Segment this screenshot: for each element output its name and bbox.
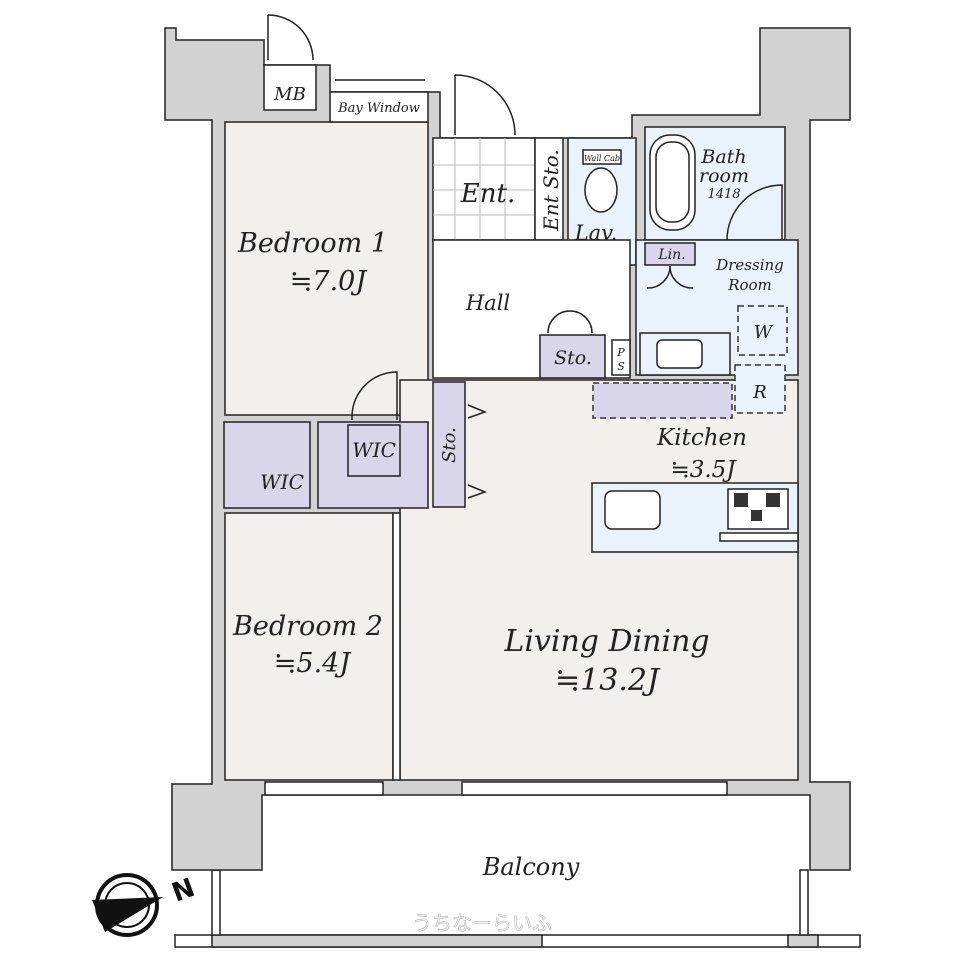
- linen-storage: [644, 242, 696, 266]
- refrigerator-space: [734, 364, 786, 414]
- label-living-dining: Living Dining: [503, 624, 709, 659]
- label-dressing-2: Room: [727, 276, 772, 294]
- bathtub-icon: [649, 134, 696, 231]
- label-living-dining-size: ≒13.2J: [555, 663, 661, 698]
- label-lav: Lav.: [574, 221, 618, 245]
- label-bedroom-2-size: ≒5.4J: [274, 648, 353, 679]
- sink-icon: [656, 339, 703, 369]
- label-dressing: Dressing: [715, 256, 784, 274]
- sliding-partition: [392, 512, 401, 781]
- bedroom-2: [224, 512, 394, 781]
- window-living: [461, 781, 728, 796]
- label-wall-cab: Wall Cab: [584, 154, 620, 163]
- label-bedroom-1: Bedroom 1: [237, 228, 388, 259]
- wic-2-door[interactable]: [351, 371, 398, 420]
- north-compass-icon: [92, 873, 163, 937]
- label-ps-p: P: [616, 346, 625, 359]
- label-washer: W: [754, 322, 774, 343]
- label-bathroom-2: room: [699, 165, 749, 187]
- watermark: うちなーらいふ: [412, 911, 552, 935]
- label-bathroom-size: 1418: [707, 187, 740, 202]
- label-wic-2: WIC: [352, 438, 396, 462]
- wic-2-inner: [347, 424, 401, 477]
- linen-door[interactable]: [646, 265, 694, 289]
- bathroom-door[interactable]: [726, 184, 783, 241]
- label-lin: Lin.: [657, 247, 685, 263]
- label-bathroom: Bath: [700, 146, 746, 168]
- burner-icons: [734, 493, 780, 521]
- wall-cabinet: [582, 149, 622, 165]
- balcony-partition-right: [799, 869, 809, 936]
- label-bay-window: Bay Window: [337, 101, 420, 116]
- kitchen-sink-icon: [604, 490, 661, 530]
- entrance-storage: [534, 137, 564, 241]
- sto-vertical: [432, 381, 466, 508]
- label-ent: Ent.: [460, 179, 515, 209]
- meter-box: [263, 64, 317, 111]
- balcony-partition: [211, 869, 221, 936]
- washer-space: [737, 305, 788, 356]
- sto-doors[interactable]: [467, 404, 488, 499]
- label-wic-1: WIC: [260, 470, 304, 494]
- bedroom-1: [224, 121, 429, 416]
- counter-shelf: [719, 532, 799, 542]
- label-hall-sto: Sto.: [554, 347, 592, 369]
- hall-storage: [539, 334, 606, 379]
- bay-window: [329, 91, 429, 123]
- balcony-post: [787, 934, 819, 948]
- entrance-tiles: [433, 138, 535, 240]
- pipe-space: [611, 339, 631, 376]
- cupboard-space: [592, 382, 733, 419]
- label-bedroom-1-size: ≒7.0J: [290, 266, 369, 297]
- label-mb: MB: [273, 84, 306, 105]
- label-bedroom-2: Bedroom 2: [232, 611, 383, 642]
- wic-1: [223, 421, 311, 509]
- mb-door[interactable]: [267, 14, 314, 61]
- balcony-area: [175, 795, 860, 940]
- entrance-door[interactable]: [454, 74, 516, 136]
- label-hall: Hall: [465, 291, 510, 315]
- label-kitchen: Kitchen: [656, 425, 747, 451]
- label-refrigerator: R: [752, 382, 767, 403]
- living-dining: [399, 379, 799, 781]
- label-ps-s: S: [617, 360, 625, 373]
- hall-storage-door[interactable]: [547, 310, 593, 334]
- entrance: [432, 137, 536, 241]
- label-kitchen-size: ≒3.5J: [670, 457, 737, 483]
- bathtub-inner: [655, 141, 690, 223]
- label-sto-vertical: Sto.: [439, 427, 460, 463]
- label-balcony: Balcony: [482, 853, 580, 881]
- label-ent-sto: Ent Sto.: [539, 149, 563, 232]
- toilet-icon: [584, 167, 618, 213]
- balcony-railing-wall: [211, 934, 543, 948]
- window-bedroom-2: [264, 781, 384, 796]
